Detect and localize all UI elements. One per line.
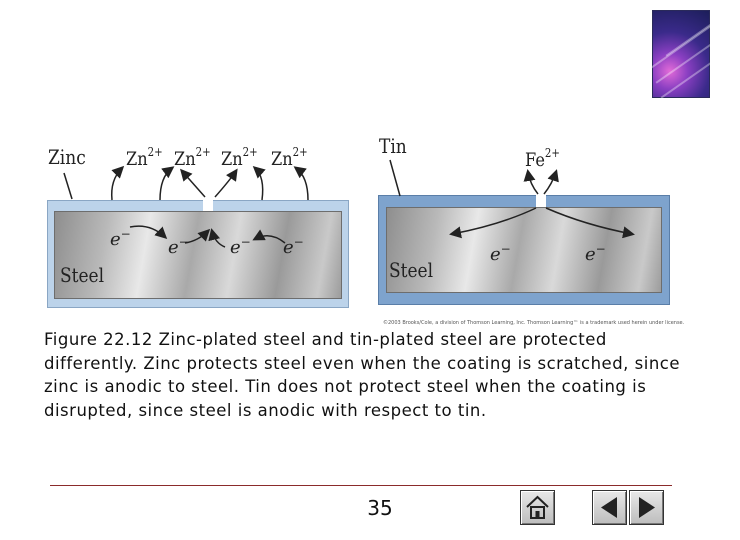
page-number: 35 bbox=[367, 496, 393, 520]
forward-button[interactable] bbox=[629, 490, 664, 525]
home-icon bbox=[526, 495, 549, 519]
coating-scratch bbox=[536, 193, 546, 207]
zn-ion-1: Zn2+ bbox=[126, 145, 163, 170]
electron-1: e− bbox=[110, 227, 131, 250]
arrows-right bbox=[389, 159, 635, 239]
copyright-notice: ©2003 Brooks/Cole, a division of Thomson… bbox=[383, 320, 685, 326]
figure-caption: Figure 22.12 Zinc-plated steel and tin-p… bbox=[44, 330, 681, 420]
forward-arrow-icon bbox=[639, 497, 655, 518]
tin-plated-steel-diagram: Tin Steel Fe2+ e− e− bbox=[370, 130, 690, 310]
zinc-plated-steel-diagram: Zinc Steel Zn2+ Zn2+ Zn2+ Zn2+ e− e− e− … bbox=[40, 135, 360, 310]
steel-substrate bbox=[386, 207, 662, 293]
electron-2: e− bbox=[168, 235, 189, 258]
zn-ion-4: Zn2+ bbox=[271, 145, 308, 170]
electron-1: e− bbox=[490, 242, 511, 265]
coating-scratch bbox=[203, 198, 213, 212]
home-button[interactable] bbox=[520, 490, 555, 525]
electron-2: e− bbox=[585, 242, 606, 265]
fe-ion: Fe2+ bbox=[525, 146, 560, 171]
zn-ion-3: Zn2+ bbox=[221, 145, 258, 170]
steel-label-right: Steel bbox=[389, 258, 434, 282]
back-button[interactable] bbox=[592, 490, 627, 525]
back-arrow-icon bbox=[601, 497, 617, 518]
zn-ion-2: Zn2+ bbox=[174, 145, 211, 170]
tin-label: Tin bbox=[379, 134, 407, 158]
book-cover-thumbnail bbox=[650, 3, 740, 99]
electron-4: e− bbox=[283, 235, 304, 258]
electron-3: e− bbox=[230, 235, 251, 258]
arrows-left bbox=[63, 165, 309, 248]
zinc-label: Zinc bbox=[48, 145, 86, 169]
steel-substrate bbox=[54, 211, 342, 299]
steel-label-left: Steel bbox=[60, 263, 105, 287]
footer-rule bbox=[50, 485, 672, 486]
